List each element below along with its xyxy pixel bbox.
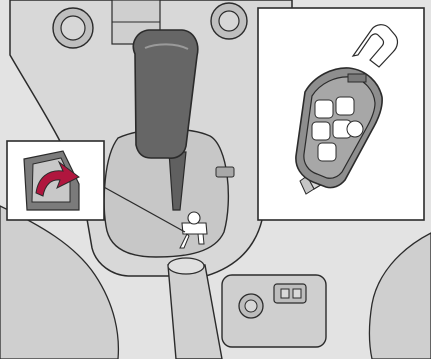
lower-console-controls: [222, 275, 326, 347]
console-knob-left: [53, 8, 93, 48]
key-button-3: [312, 122, 330, 140]
key-release-tab: [348, 74, 366, 82]
lock-release-inset: [7, 141, 104, 220]
console-knob-right: [211, 3, 247, 39]
shift-lock-opening: [216, 167, 234, 177]
key-button-center: [347, 121, 363, 137]
key-button-5: [318, 143, 336, 161]
key-button-2: [336, 97, 354, 115]
key-button-1: [315, 100, 333, 118]
